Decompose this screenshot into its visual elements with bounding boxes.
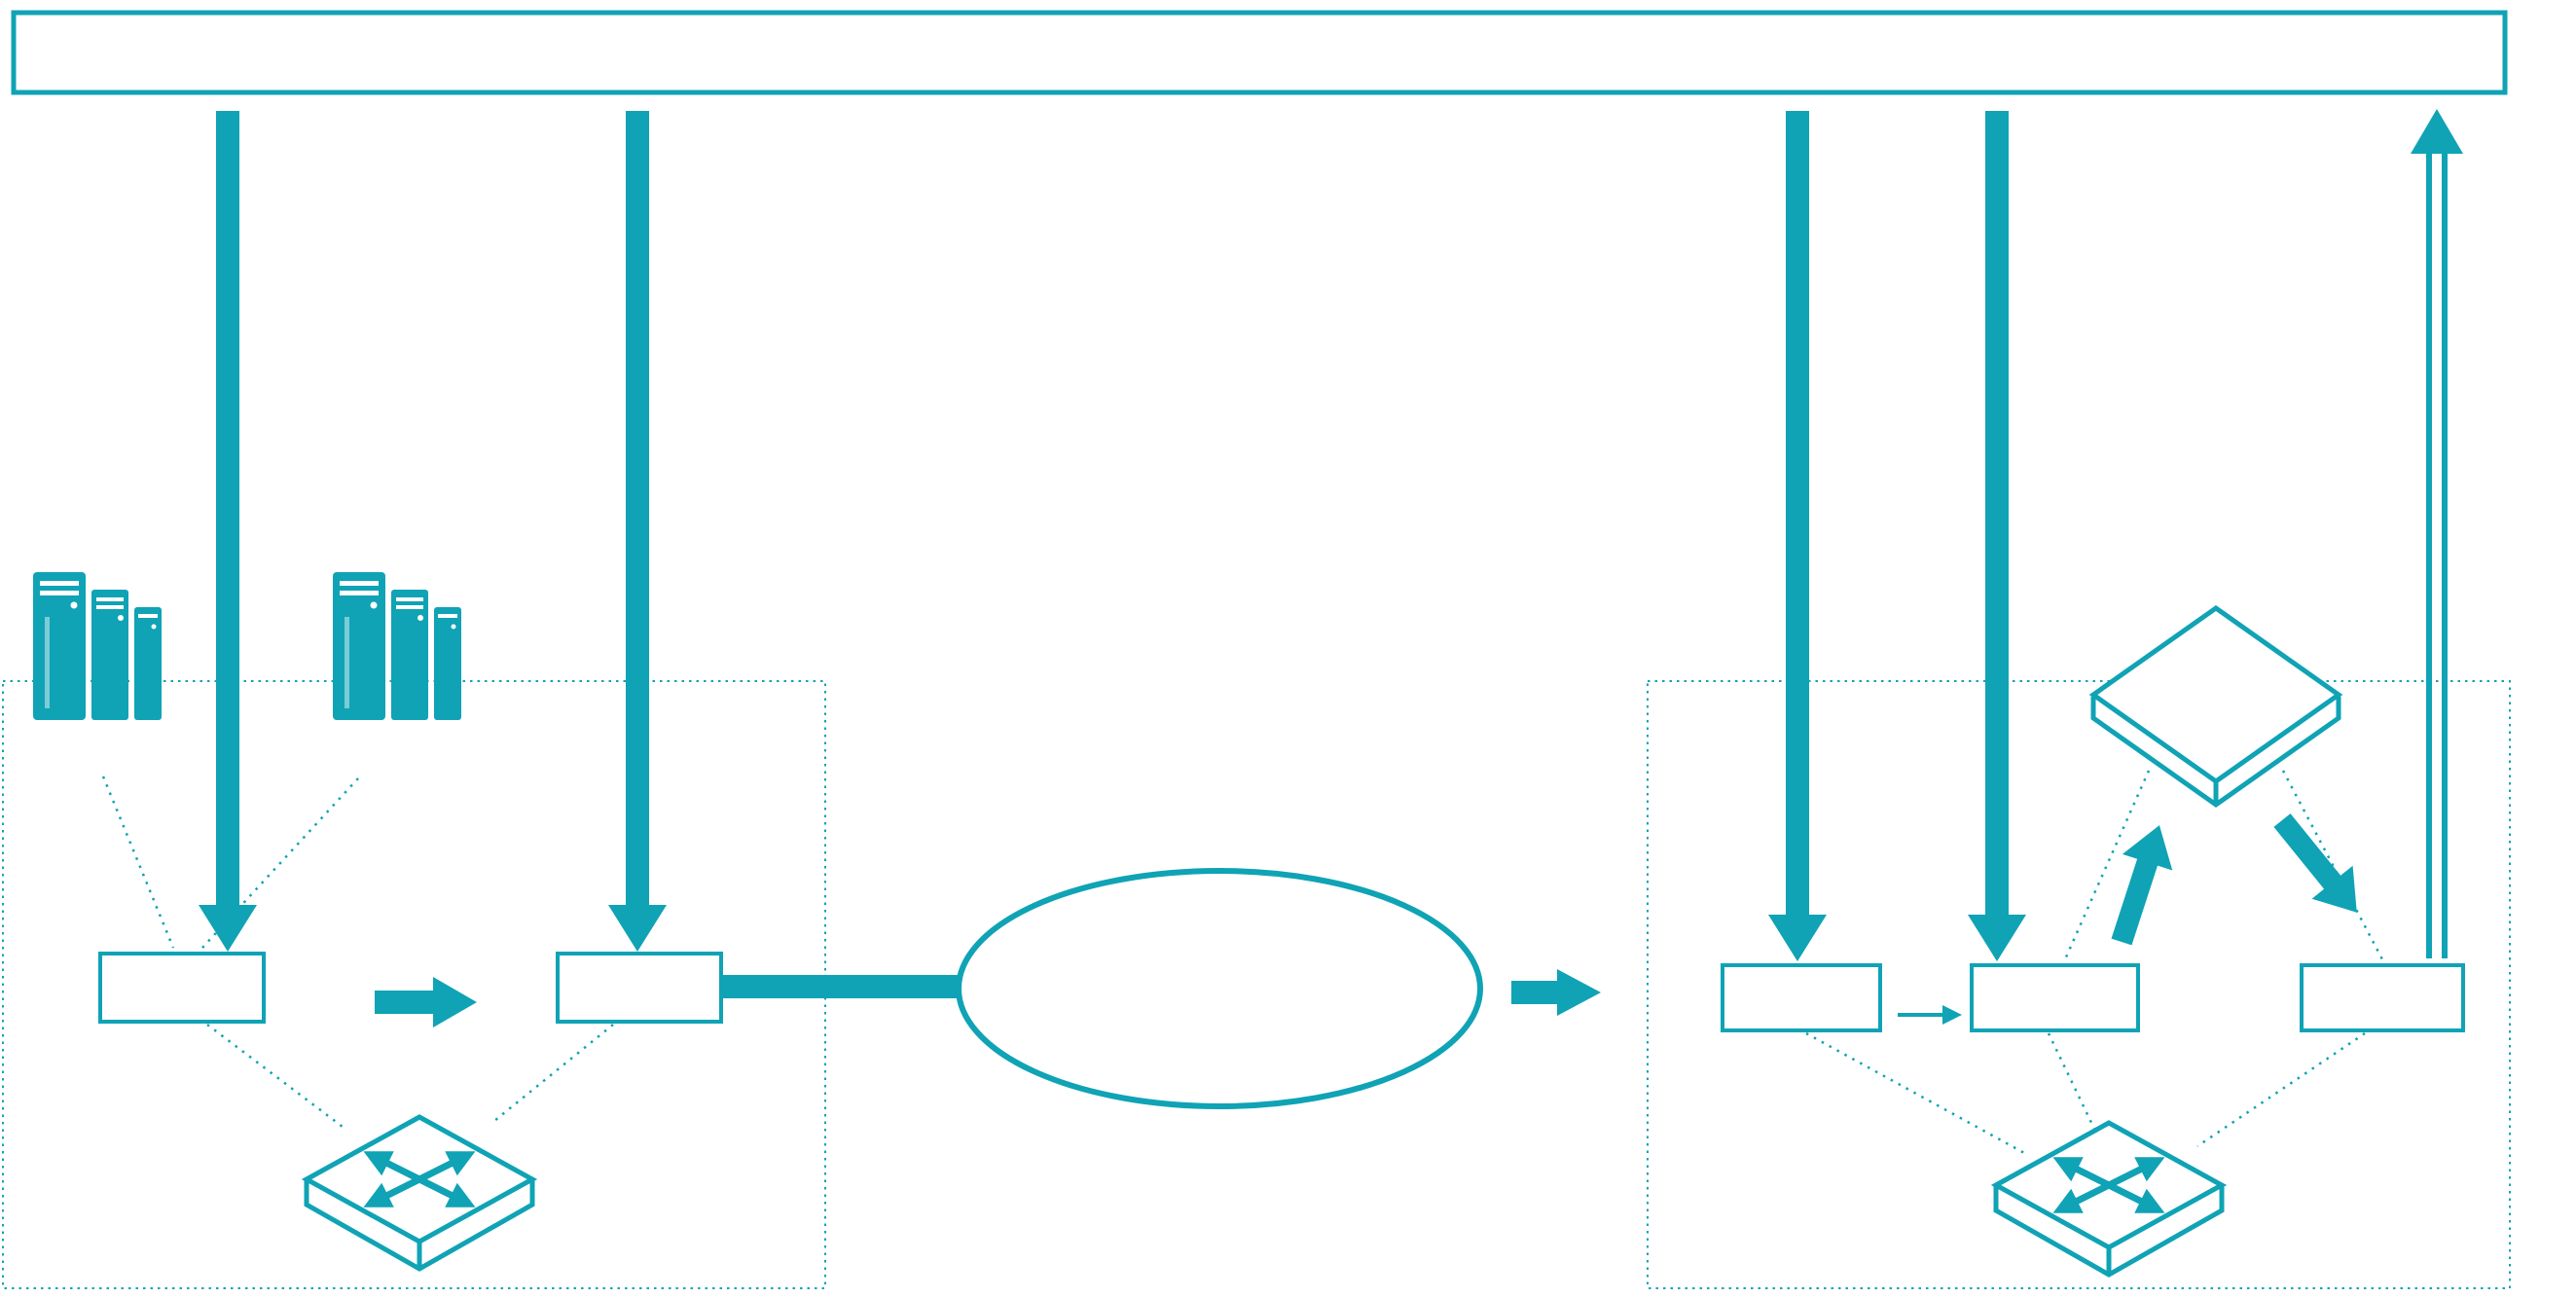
node-box bbox=[2300, 963, 2465, 1032]
down-arrow bbox=[199, 111, 257, 952]
right-arrow bbox=[375, 977, 477, 1028]
dotted-connector bbox=[2047, 1032, 2096, 1130]
down-arrow bbox=[1768, 111, 1827, 961]
small-right-arrow bbox=[1898, 1005, 1962, 1025]
flat-device-icon bbox=[2088, 604, 2343, 809]
top-bar bbox=[11, 10, 2508, 95]
node-box bbox=[556, 952, 723, 1024]
dotted-connector bbox=[1805, 1031, 2027, 1156]
right-arrow bbox=[1511, 969, 1601, 1016]
up-double-arrow bbox=[2411, 109, 2463, 958]
dotted-connector bbox=[2196, 1031, 2366, 1148]
server-rack-icon bbox=[333, 572, 461, 720]
server-rack-icon bbox=[33, 572, 162, 720]
dotted-connector bbox=[2281, 770, 2384, 960]
node-box bbox=[1721, 963, 1882, 1032]
network-cloud bbox=[956, 868, 1483, 1109]
network-switch-icon bbox=[301, 1114, 538, 1272]
down-arrow bbox=[1968, 111, 2026, 961]
connector-bar bbox=[721, 975, 962, 998]
dotted-connector bbox=[206, 1024, 344, 1128]
dotted-connector bbox=[201, 777, 359, 949]
down-right-arrow bbox=[2273, 813, 2357, 913]
dotted-connector bbox=[101, 775, 175, 949]
up-right-arrow bbox=[2111, 825, 2173, 946]
down-arrow bbox=[608, 111, 667, 952]
right-zone bbox=[1647, 680, 2511, 1289]
node-box bbox=[1970, 963, 2140, 1032]
node-box bbox=[98, 952, 266, 1024]
network-switch-icon bbox=[1990, 1120, 2228, 1278]
dotted-connector bbox=[493, 1024, 614, 1122]
